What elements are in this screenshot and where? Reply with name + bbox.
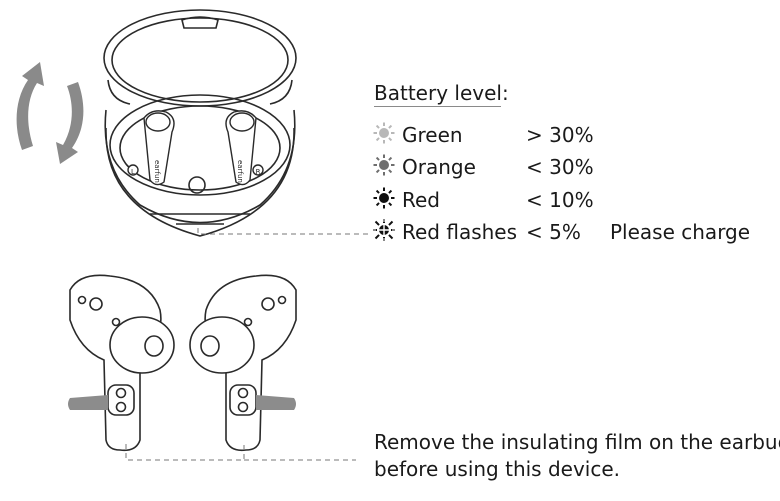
light-sun-icon xyxy=(373,122,395,144)
dark-sun-icon xyxy=(373,187,395,209)
battery-threshold: < 10% xyxy=(526,188,594,212)
instruction-line-1: Remove the insulating film on the earbud… xyxy=(374,430,780,454)
instruction-line-2: before using this device. xyxy=(374,457,621,481)
led-leader-line xyxy=(197,228,372,235)
case-lid xyxy=(103,9,297,107)
led-color-label: Red flashes xyxy=(402,220,518,244)
charge-note: Please charge xyxy=(610,220,751,244)
left-earbud xyxy=(69,274,175,452)
battery-row: Red < 10% xyxy=(372,186,772,212)
film-leader-line xyxy=(125,444,356,461)
right-marker: R xyxy=(256,168,261,176)
case-body xyxy=(104,94,296,237)
left-marker: L xyxy=(131,168,135,176)
right-insulating-film xyxy=(256,395,296,410)
battery-row: Red flashes < 5% Please charge xyxy=(372,218,772,244)
battery-threshold: < 5% xyxy=(526,220,581,244)
title-underline xyxy=(374,106,501,107)
battery-row: Orange < 30% xyxy=(372,153,772,179)
led-color-label: Orange xyxy=(402,155,476,179)
battery-level-title: Battery level: xyxy=(374,81,509,105)
medium-sun-icon xyxy=(373,154,395,176)
flashing-sun-icon xyxy=(373,219,395,241)
led-color-label: Green xyxy=(402,123,463,147)
battery-threshold: > 30% xyxy=(526,123,594,147)
rotate-arrows-icon xyxy=(16,62,84,164)
battery-row: Green > 30% xyxy=(372,121,772,147)
left-brand: earfun xyxy=(153,160,161,183)
battery-threshold: < 30% xyxy=(526,155,594,179)
left-insulating-film xyxy=(68,395,108,410)
case-earbuds xyxy=(127,110,264,186)
led-color-label: Red xyxy=(402,188,440,212)
right-brand: earfun xyxy=(236,160,244,183)
right-earbud xyxy=(189,274,297,452)
